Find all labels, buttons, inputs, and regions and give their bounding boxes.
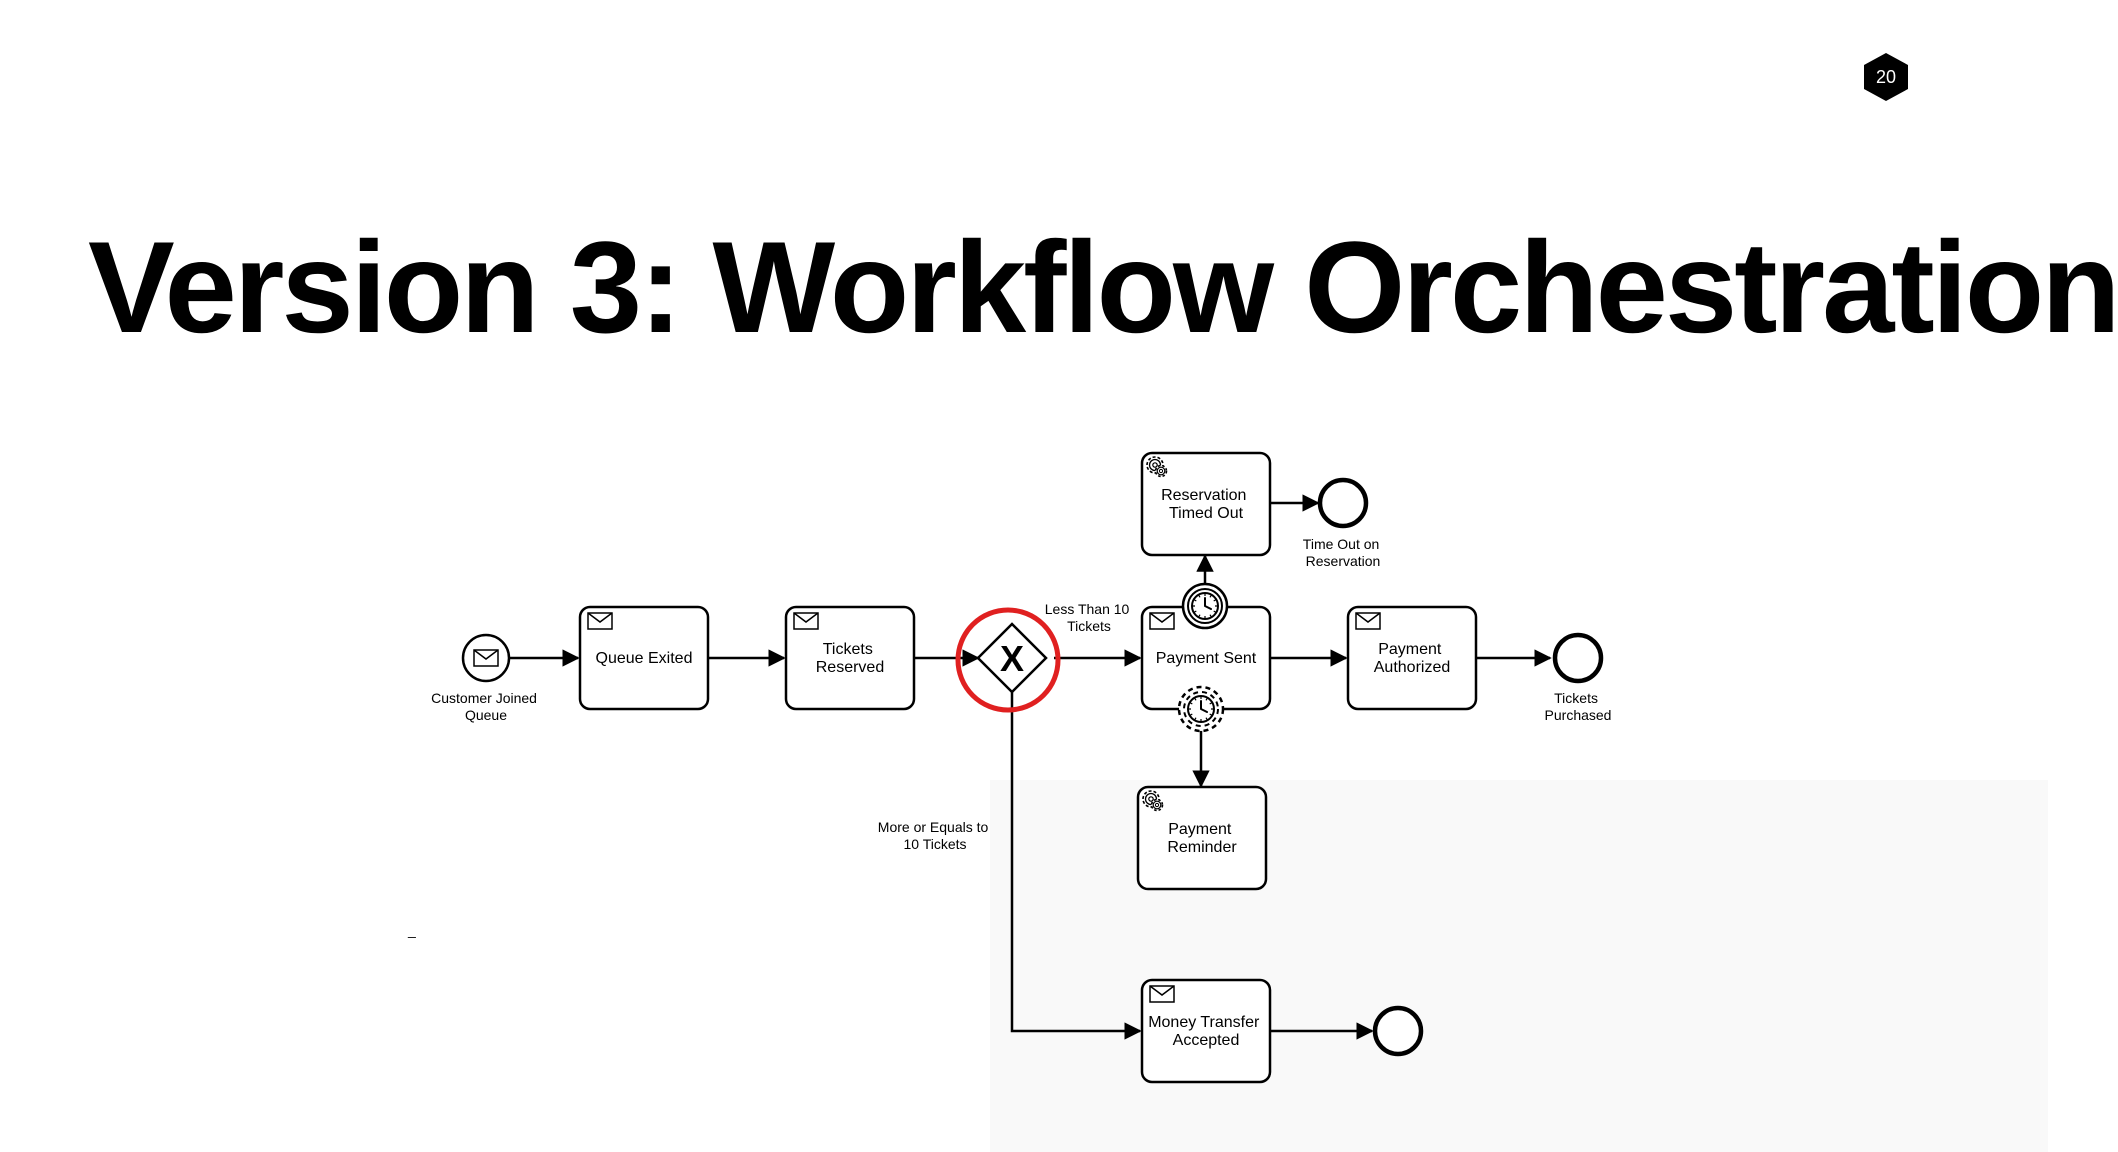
clock-icon xyxy=(1191,592,1219,620)
task-label: Tickets Reserved xyxy=(816,641,884,676)
gateway-x-symbol: X xyxy=(1000,638,1024,679)
bpmn-diagram: Customer Joined Queue Queue Exited Ticke… xyxy=(431,451,1612,1084)
task-reservation-timed-out: Reservation Timed Out xyxy=(1140,451,1272,557)
start-event-label: Customer Joined Queue xyxy=(431,690,541,723)
task-queue-exited: Queue Exited xyxy=(578,605,710,711)
task-label: Money Transfer Accepted xyxy=(1148,1014,1264,1049)
task-label: Payment Sent xyxy=(1156,650,1257,667)
page-number: 20 xyxy=(1875,66,1897,87)
envelope-icon xyxy=(473,649,499,667)
timer-boundary-event-reservation xyxy=(1181,582,1229,630)
end-event-label: Time Out on Reservation xyxy=(1303,536,1383,569)
task-label: Reservation Timed Out xyxy=(1161,487,1251,522)
gateway-highlight-circle xyxy=(955,607,1061,713)
envelope-icon xyxy=(1355,612,1381,630)
condition-less-than-10: Less Than 10 Tickets xyxy=(1045,601,1133,634)
end-event-money-transfer xyxy=(1372,1005,1424,1057)
timer-boundary-event-payment-reminder xyxy=(1177,685,1225,733)
page-number-badge xyxy=(1864,53,1908,101)
task-payment-authorized: Payment Authorized xyxy=(1346,605,1478,711)
start-event-customer-joined-queue: Customer Joined Queue xyxy=(431,633,541,723)
stray-mark: _ xyxy=(408,922,416,938)
task-label: Queue Exited xyxy=(596,650,693,667)
flow-gateway-to-money-transfer xyxy=(1010,692,1142,1040)
exclusive-gateway: X xyxy=(955,607,1061,713)
end-event-label: Tickets Purchased xyxy=(1545,690,1612,723)
task-label: Payment Reminder xyxy=(1167,821,1237,856)
end-event-time-out: Time Out on Reservation xyxy=(1303,477,1383,569)
envelope-icon xyxy=(587,612,613,630)
envelope-icon xyxy=(793,612,819,630)
task-label: Payment Authorized xyxy=(1374,641,1451,676)
task-tickets-reserved: Tickets Reserved xyxy=(784,605,916,711)
envelope-icon xyxy=(1149,985,1175,1003)
clock-icon xyxy=(1187,695,1215,723)
task-money-transfer-accepted: Money Transfer Accepted xyxy=(1140,978,1272,1084)
condition-more-or-equal-10: More or Equals to 10 Tickets xyxy=(878,819,992,852)
task-payment-reminder: Payment Reminder xyxy=(1136,785,1268,891)
end-event-tickets-purchased: Tickets Purchased xyxy=(1545,632,1612,723)
slide-title: Version 3: Workflow Orchestration xyxy=(88,214,2118,360)
envelope-icon xyxy=(1149,612,1175,630)
